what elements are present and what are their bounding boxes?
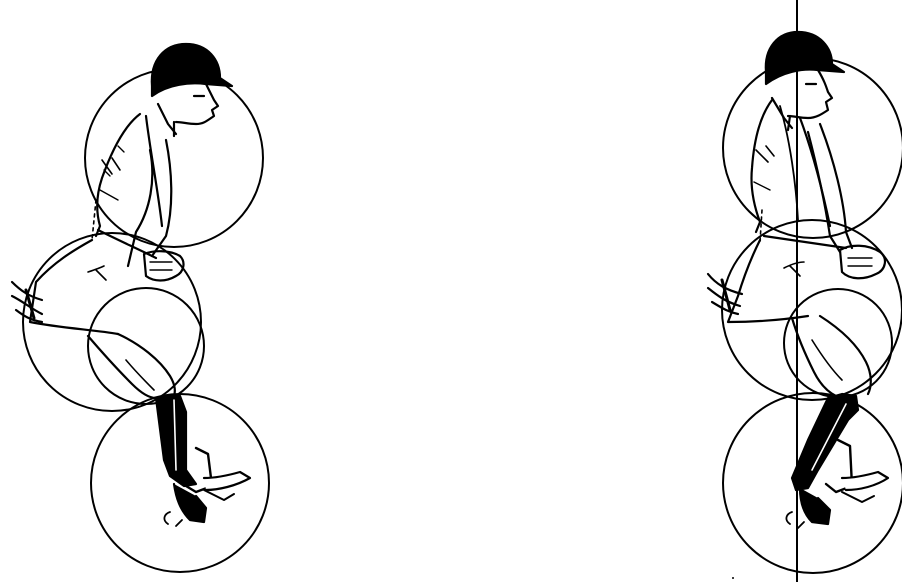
left-saddle-flap [12, 282, 42, 322]
left-jacket [96, 114, 140, 236]
left-head [176, 84, 218, 124]
right-riding-cap [766, 32, 844, 84]
left-collar [158, 104, 176, 136]
left-arm [128, 150, 152, 266]
right-glove [840, 246, 885, 279]
right-hip-circle [722, 220, 902, 400]
ink-speck [732, 577, 734, 579]
right-rider-figure [708, 0, 902, 582]
left-breeches [88, 336, 156, 398]
right-breeches [792, 318, 836, 396]
right-arm [808, 132, 840, 252]
right-head [788, 70, 832, 118]
left-rider-figure [12, 44, 269, 572]
left-boot [156, 396, 196, 486]
left-riding-cap [152, 44, 232, 96]
left-knee-circle [88, 288, 204, 404]
right-boot [792, 394, 858, 490]
